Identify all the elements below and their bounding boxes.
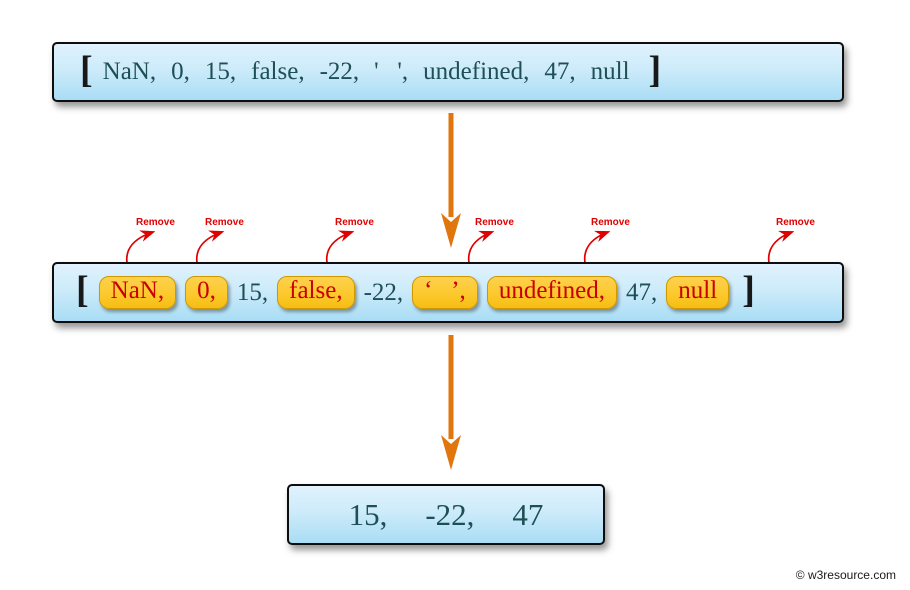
result-item-47: 47 <box>512 496 544 532</box>
remove-label: Remove <box>475 217 514 228</box>
original-array-box: [ NaN, 0, 15, false, -22, ' ', undefined… <box>52 42 844 102</box>
open-bracket: [ <box>80 48 93 91</box>
array-item-neg22: -22, <box>363 278 404 306</box>
down-arrow-icon <box>441 113 461 248</box>
falsy-chip-empty-string: ‘ ’, <box>412 275 478 310</box>
array-item-47: 47, <box>626 278 658 306</box>
remove-label: Remove <box>335 217 374 228</box>
array-item-null: null <box>590 58 630 85</box>
result-item-neg22: -22, <box>425 496 475 532</box>
array-item-47: 47, <box>544 58 576 85</box>
open-bracket: [ <box>76 269 89 312</box>
array-item-15: 15, <box>204 58 237 85</box>
remove-label: Remove <box>136 217 175 228</box>
result-array-box: 15, -22, 47 <box>287 484 605 545</box>
marked-array-box: [ NaN, 0, 15, false, -22, ‘ ’, undefined… <box>52 262 844 323</box>
remove-label: Remove <box>776 217 815 228</box>
falsy-chip-false: false, <box>277 275 355 310</box>
close-bracket: ] <box>648 48 662 91</box>
array-item-neg22: -22, <box>319 58 360 85</box>
array-item-undefined: undefined, <box>423 58 530 85</box>
array-item-false: false, <box>251 58 305 85</box>
falsy-chip-nan: NaN, <box>98 275 177 310</box>
remove-label: Remove <box>205 217 244 228</box>
down-arrow-icon <box>441 335 461 470</box>
falsy-chip-null: null <box>666 275 730 310</box>
array-item-15: 15, <box>236 278 269 306</box>
array-item-nan: NaN, <box>102 58 157 85</box>
falsy-chip-undefined: undefined, <box>486 275 618 310</box>
close-bracket: ] <box>742 269 755 312</box>
array-item-empty-string: ' ', <box>374 58 409 85</box>
array-item-zero: 0, <box>171 58 190 85</box>
copyright-text: © w3resource.com <box>795 568 896 582</box>
falsy-chip-zero: 0, <box>185 275 228 310</box>
result-item-15: 15, <box>348 496 388 532</box>
remove-label: Remove <box>591 217 630 228</box>
